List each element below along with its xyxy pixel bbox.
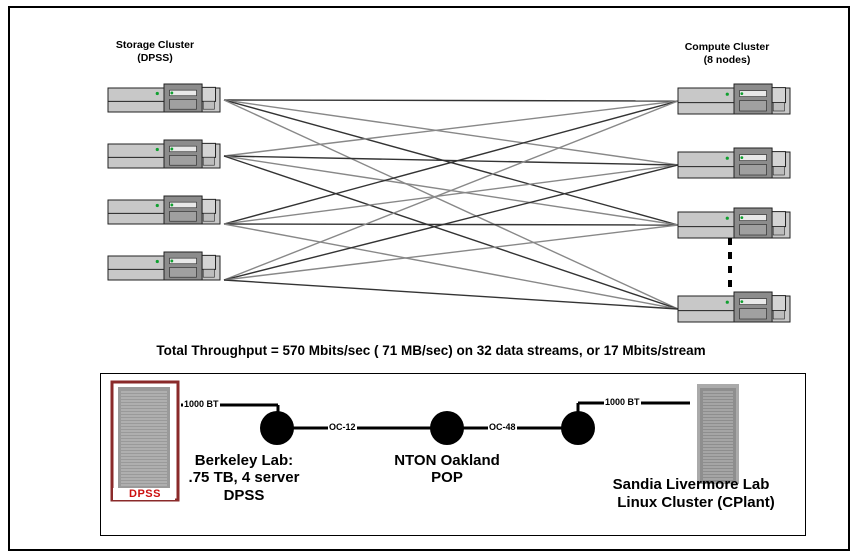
cplant-tower-icon [697,384,739,484]
network-box [100,373,806,536]
mesh-link [223,100,679,225]
storage-server-icon [107,83,221,113]
compute-server-icon [677,207,791,239]
link-label-right: 1000 BT [604,397,641,408]
mesh-link [223,155,679,166]
more-nodes-dots [728,238,732,287]
router-sandia-icon [561,411,595,445]
mesh-link [223,164,679,225]
mesh-link [223,99,679,166]
berkeley-line3: DPSS [223,487,265,504]
storage-server-icon [107,195,221,225]
link-label-oc12: OC-12 [328,422,357,433]
compute-cluster-title: Compute Cluster [684,41,770,53]
storage-server-icon [107,251,221,281]
link-label-oc48: OC-48 [488,422,517,433]
diagram-frame [8,6,850,551]
sandia-line1: Sandia Livermore Lab [612,476,770,493]
mesh-link [223,155,679,310]
berkeley-line2: .75 TB, 4 server [188,469,300,486]
dot-3 [728,266,732,273]
mesh-link [223,164,679,281]
storage-server-icon [107,139,221,169]
router-nton-icon [430,411,464,445]
sandia-line2: Linux Cluster (CPlant) [617,494,775,511]
berkeley-line1: Berkeley Lab: [194,452,294,469]
mesh-link [223,99,679,102]
compute-cluster-subtitle: (8 nodes) [703,54,751,66]
compute-server-icon [677,291,791,323]
network-path [110,380,739,502]
dot-1 [728,238,732,245]
router-berkeley-icon [260,411,294,445]
mesh-links [223,99,679,310]
dot-2 [728,252,732,259]
dot-4 [728,280,732,287]
mesh-link [223,224,679,281]
mesh-link [223,100,679,157]
dpss-tower-icon [110,380,180,502]
throughput-caption: Total Throughput = 570 Mbits/sec ( 71 MB… [156,343,706,358]
mesh-link [223,279,679,310]
mesh-link [223,223,679,226]
mesh-link [223,100,679,281]
server-nodes [107,83,791,323]
mesh-link [223,223,679,310]
link-label-left: 1000 BT [183,399,220,410]
mesh-link [223,99,679,310]
compute-server-icon [677,147,791,179]
storage-cluster-title: Storage Cluster [115,39,195,51]
compute-server-icon [677,83,791,115]
nton-line1: NTON Oakland [394,452,500,469]
dpss-badge: DPSS [129,488,161,500]
storage-cluster-subtitle: (DPSS) [137,52,173,64]
nton-line2: POP [431,469,463,486]
